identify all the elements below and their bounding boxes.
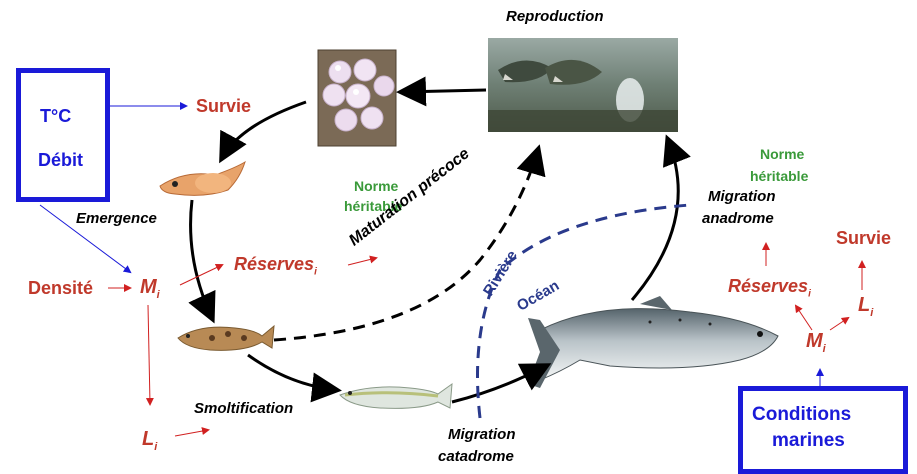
survie-label-right: Survie: [836, 228, 891, 249]
parr-image: [178, 326, 274, 350]
smolt-image: [340, 384, 452, 408]
eggs-image: [318, 50, 396, 146]
m-left-label: Mi: [140, 276, 160, 301]
l-right-label: Li: [858, 294, 873, 319]
l-left-sub: i: [154, 441, 157, 453]
reserves-left-sub: i: [314, 267, 317, 278]
survie-label-top: Survie: [196, 96, 251, 117]
migration-anadrome-2: anadrome: [702, 210, 774, 227]
marines-label: marines: [772, 430, 845, 452]
norme-heritable-left-1: Norme: [354, 178, 398, 194]
l-right-symbol: L: [858, 294, 870, 316]
migration-catadrome-1: Migration: [448, 426, 516, 443]
reproduction-label: Reproduction: [506, 8, 604, 25]
norme-heritable-right-2: héritable: [750, 168, 808, 184]
l-right-sub: i: [870, 307, 873, 319]
maturation-dashed-arrow: [274, 150, 538, 340]
reserves-left-text: Réserves: [234, 254, 314, 274]
reserves-right-label: Réservesi: [728, 276, 811, 300]
m-right-sub: i: [823, 343, 826, 355]
conditions-label: Conditions: [752, 404, 851, 426]
temperature-label: T°C: [40, 106, 71, 127]
alevin-image: [160, 162, 245, 195]
l-left-label: Li: [142, 428, 157, 453]
norme-heritable-right-1: Norme: [760, 146, 804, 162]
smoltification-label: Smoltification: [194, 400, 293, 417]
debit-label: Débit: [38, 150, 83, 171]
m-right-symbol: M: [806, 330, 823, 352]
reserves-left-label: Réservesi: [234, 254, 317, 278]
densite-label: Densité: [28, 278, 93, 299]
migration-anadrome-1: Migration: [708, 188, 776, 205]
emergence-label: Emergence: [76, 210, 157, 227]
temperature-debit-box: [16, 68, 110, 202]
migration-catadrome-2: catadrome: [438, 448, 514, 465]
adult-salmon-image: [528, 296, 778, 388]
m-right-label: Mi: [806, 330, 826, 355]
reserves-right-text: Réserves: [728, 276, 808, 296]
m-left-symbol: M: [140, 276, 157, 298]
reserves-right-sub: i: [808, 289, 811, 300]
l-left-symbol: L: [142, 428, 154, 450]
reproduction-image: [488, 38, 678, 132]
m-left-sub: i: [157, 289, 160, 301]
